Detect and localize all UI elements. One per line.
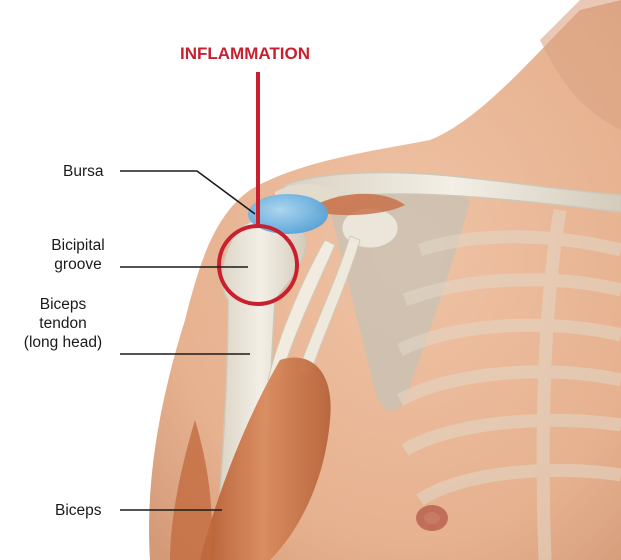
bicipital-groove-label: Bicipital groove [38, 236, 118, 274]
tendon-line2: tendon [6, 314, 120, 333]
bicipital-line2: groove [38, 255, 118, 274]
tendon-line3: (long head) [6, 333, 120, 352]
inflammation-label: INFLAMMATION [180, 44, 310, 64]
bursa-label: Bursa [63, 162, 104, 181]
tendon-line1: Biceps [6, 295, 120, 314]
biceps-label: Biceps [55, 501, 102, 520]
bicipital-line1: Bicipital [38, 236, 118, 255]
biceps-tendon-label: Biceps tendon (long head) [6, 295, 120, 352]
